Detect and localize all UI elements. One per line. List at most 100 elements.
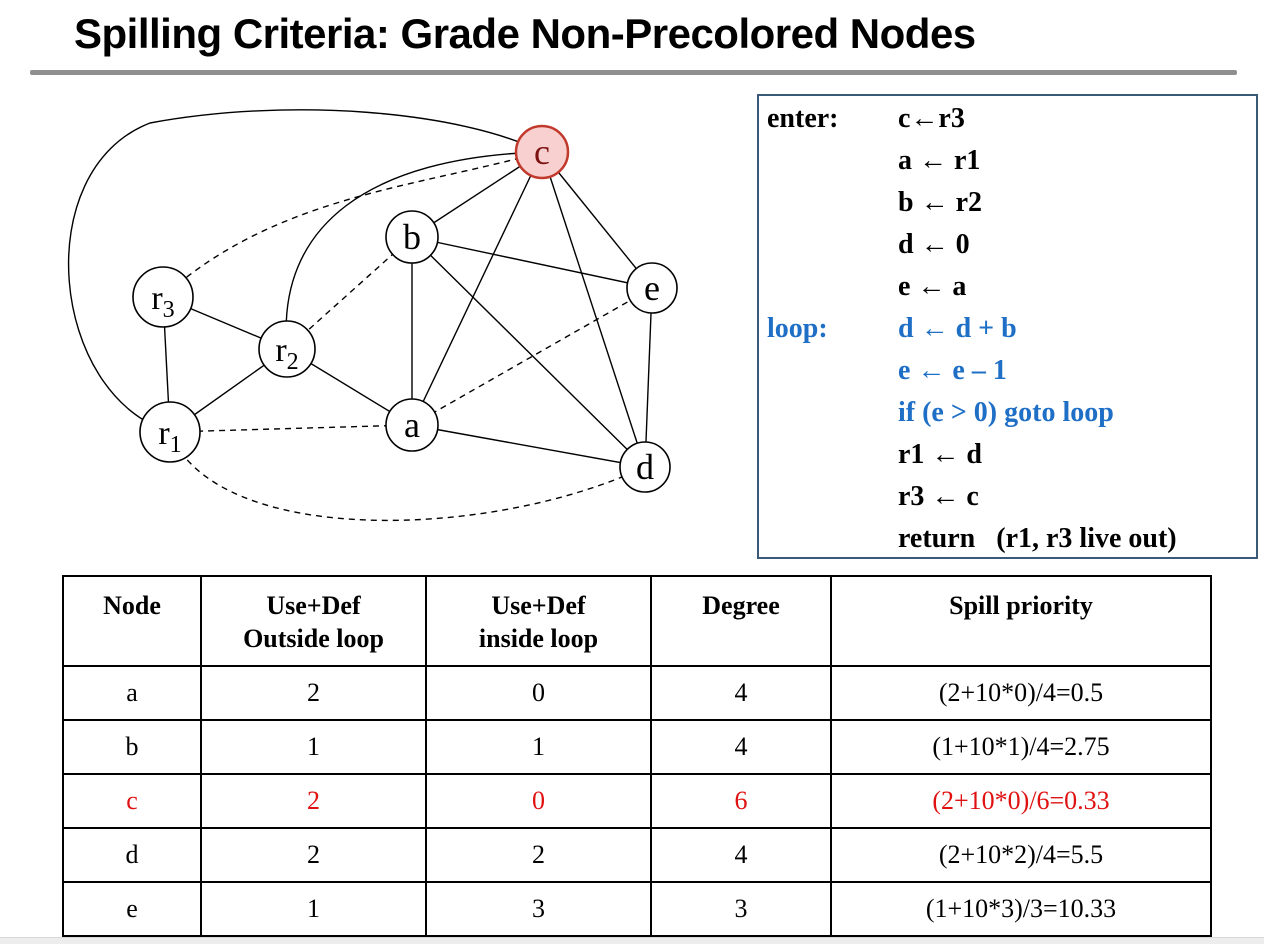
node-label-d: d: [636, 447, 654, 487]
cell-spill-priority: (1+10*1)/4=2.75: [830, 719, 1212, 775]
code-line: e ← e – 1: [767, 350, 1256, 392]
code-line: loop:d ← d + b: [767, 308, 1256, 350]
node-circle-r1: [139, 401, 201, 463]
graph-node-c: c: [514, 124, 570, 180]
node-label-e: e: [644, 268, 660, 308]
graph-edge-a-e-dashed: [411, 287, 653, 426]
graph-node-e: e: [626, 262, 678, 314]
code-label: [767, 476, 898, 518]
cell-spill-priority: (1+10*3)/3=10.33: [830, 881, 1212, 937]
node-circle-r2: [258, 320, 316, 378]
node-label-r2: r2: [275, 332, 298, 375]
slide-bottom-strip: [0, 937, 1264, 944]
code-line: b ← r2: [767, 182, 1256, 224]
node-label-c: c: [534, 132, 550, 172]
graph-edge-b-r2-dashed: [286, 236, 413, 350]
interference-graph: c b e r3 r2 r1 a d: [67, 109, 678, 522]
graph-edge-b-e-solid: [411, 236, 653, 289]
cell-degree: 6: [650, 773, 832, 829]
graph-edge-c-e-solid: [541, 151, 653, 289]
graph-edge-b-d-solid: [411, 236, 646, 468]
code-line: r1 ← d: [767, 434, 1256, 476]
code-label: [767, 224, 898, 266]
title-divider: [30, 70, 1237, 75]
cell-use-def-outside: 2: [200, 773, 427, 829]
code-text: b ← r2: [898, 187, 982, 218]
cell-spill-priority: (2+10*0)/6=0.33: [830, 773, 1212, 829]
node-circle-e: [626, 262, 678, 314]
node-circle-a: [385, 398, 439, 452]
code-label: [767, 350, 898, 392]
cell-degree: 4: [650, 827, 832, 883]
code-line: a ← r1: [767, 140, 1256, 182]
cell-use-def-inside: 0: [425, 773, 652, 829]
cell-use-def-outside: 2: [200, 665, 427, 721]
code-text: c←r3: [898, 103, 965, 134]
graph-edge-c-r3-dashed: [162, 151, 543, 298]
cell-degree: 3: [650, 881, 832, 937]
graph-edge-e-d-solid: [644, 287, 653, 468]
code-label: [767, 392, 898, 434]
cell-use-def-inside: 0: [425, 665, 652, 721]
graph-node-a: a: [385, 398, 439, 452]
code-line: return (r1, r3 live out): [767, 518, 1256, 557]
cell-use-def-inside: 1: [425, 719, 652, 775]
graph-node-d: d: [619, 441, 671, 493]
code-text: r1 ← d: [898, 439, 982, 470]
code-label: enter:: [767, 103, 839, 134]
page-title: Spilling Criteria: Grade Non-Precolored …: [74, 10, 976, 57]
code-line: if (e > 0) goto loop: [767, 392, 1256, 434]
node-label-b: b: [403, 217, 421, 257]
cell-degree: 4: [650, 719, 832, 775]
cell-node: a: [62, 665, 202, 721]
node-circle-d: [619, 441, 671, 493]
node-circle-r3: [132, 266, 194, 328]
code-line: d ← 0: [767, 224, 1256, 266]
graph-edge-a-r1-dashed: [169, 424, 413, 433]
node-circle-b: [385, 210, 439, 264]
code-line: r3 ← c: [767, 476, 1256, 518]
code-label: [767, 518, 898, 557]
cell-node: b: [62, 719, 202, 775]
column-header: Node: [62, 575, 202, 667]
node-label-r3: r3: [151, 280, 174, 323]
code-line: e ← a: [767, 266, 1256, 308]
code-text: a ← r1: [898, 145, 981, 176]
cell-node: e: [62, 881, 202, 937]
graph-edge-a-d-solid: [411, 424, 646, 468]
cell-degree: 4: [650, 665, 832, 721]
code-box: enter: c←r3 a ← r1 b ← r2 d ← 0 e ← a loop:d ←…: [757, 94, 1258, 559]
code-text: e ← e – 1: [898, 355, 1007, 386]
node-label-r1: r1: [158, 415, 181, 458]
code-text: if (e > 0) goto loop: [898, 397, 1114, 428]
code-text: e ← a: [898, 271, 967, 302]
cell-node: c: [62, 773, 202, 829]
code-line: enter: c←r3: [767, 98, 1256, 140]
node-circle-c: [514, 124, 570, 180]
graph-node-r2: r2: [258, 320, 316, 378]
graph-node-r1: r1: [139, 401, 201, 463]
cell-spill-priority: (2+10*0)/4=0.5: [830, 665, 1212, 721]
cell-use-def-outside: 1: [200, 881, 427, 937]
node-label-a: a: [404, 405, 420, 445]
code-text: return (r1, r3 live out): [898, 523, 1177, 554]
code-label: [767, 434, 898, 476]
cell-use-def-inside: 3: [425, 881, 652, 937]
graph-edge-c-d-solid: [541, 151, 646, 468]
code-label: loop:: [767, 313, 828, 344]
cell-node: d: [62, 827, 202, 883]
code-text: r3 ← c: [898, 481, 979, 512]
column-header: Spill priority: [830, 575, 1212, 667]
